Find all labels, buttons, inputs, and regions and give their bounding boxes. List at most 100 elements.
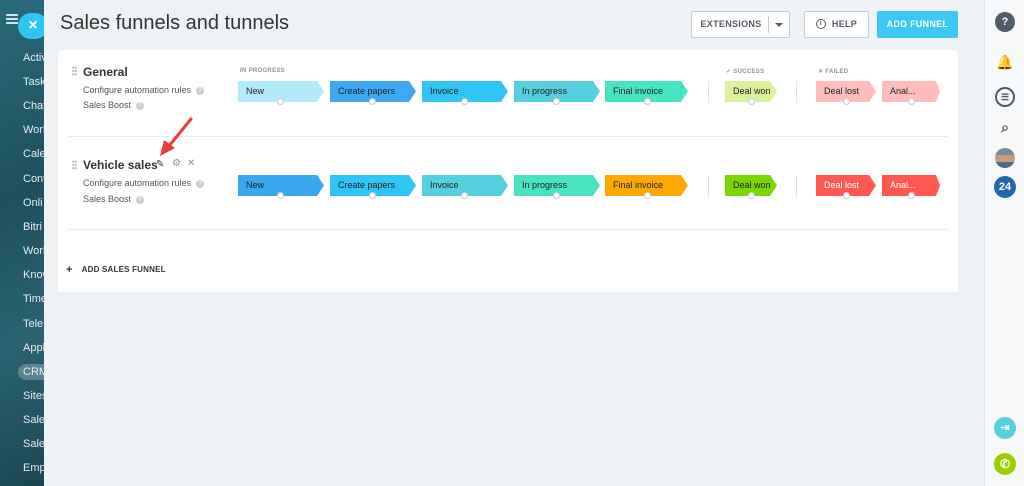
sidebar-item[interactable]: Sale — [23, 438, 44, 450]
stage-in-progress[interactable]: In progress — [514, 175, 600, 196]
avatar[interactable] — [995, 148, 1015, 168]
sidebar-item[interactable]: Emp — [23, 462, 44, 474]
search-icon[interactable]: ⌕ — [1001, 119, 1009, 135]
stage-final-invoice[interactable]: Final invoice — [605, 175, 688, 196]
sidebar-item[interactable]: Appl — [23, 342, 44, 354]
automation-link[interactable]: Configure automation rules? — [83, 85, 205, 95]
bell-icon[interactable]: 🔔 — [996, 54, 1014, 70]
split-divider — [768, 16, 769, 33]
chevron-down-icon[interactable] — [775, 23, 783, 27]
stage-analyze[interactable]: Anal... — [882, 81, 940, 102]
close-icon[interactable]: × — [18, 13, 44, 39]
in-progress-header: IN PROGRESS — [240, 68, 285, 74]
drag-handle-icon[interactable] — [72, 66, 77, 76]
stage-deal-won[interactable]: Deal won — [725, 175, 777, 196]
menu-icon[interactable] — [6, 14, 18, 24]
stage-invoice[interactable]: Invoice — [422, 175, 508, 196]
success-label: SUCCESS — [733, 69, 765, 75]
stage-settings-dot[interactable] — [843, 192, 850, 199]
exit-icon[interactable]: ⇥ — [994, 417, 1016, 439]
gear-icon[interactable]: ⚙ — [172, 158, 181, 169]
stage-new[interactable]: New — [238, 81, 324, 102]
stage-deal-lost[interactable]: Deal lost — [816, 81, 876, 102]
sidebar-item[interactable]: Tele — [23, 318, 44, 330]
bitrix24-icon[interactable]: 24 — [994, 176, 1016, 198]
stage-settings-dot[interactable] — [908, 192, 915, 199]
stage-in-progress[interactable]: In progress — [514, 81, 600, 102]
extensions-label: EXTENSIONS — [700, 19, 762, 29]
stage-settings-dot[interactable] — [644, 192, 651, 199]
close-icon[interactable]: ✕ — [187, 158, 196, 169]
stage-settings-dot[interactable] — [748, 192, 755, 199]
stage-settings-dot[interactable] — [843, 98, 850, 105]
stage-settings-dot[interactable] — [748, 98, 755, 105]
sidebar-item[interactable]: Onli — [23, 197, 43, 209]
stage-new[interactable]: New — [238, 175, 324, 196]
pencil-icon[interactable]: ✎ — [156, 159, 165, 170]
sales-boost-link[interactable]: Sales Boost? — [83, 194, 145, 204]
sidebar-item[interactable]: Cont — [23, 173, 44, 185]
stage-analyze[interactable]: Anal... — [882, 175, 940, 196]
add-sales-funnel-button[interactable]: +ADD SALES FUNNEL — [66, 264, 166, 276]
failed-header: ✕ FAILED — [818, 69, 849, 75]
stage-settings-dot[interactable] — [369, 192, 376, 199]
automation-link[interactable]: Configure automation rules? — [83, 178, 205, 188]
sidebar-item[interactable]: Work — [23, 124, 44, 136]
stage-invoice[interactable]: Invoice — [422, 81, 508, 102]
help-hint-icon[interactable]: ? — [136, 101, 145, 110]
stage-settings-dot[interactable] — [908, 98, 915, 105]
automation-label: Configure automation rules — [83, 85, 192, 95]
sidebar-item[interactable]: Chat — [23, 100, 44, 112]
sidebar-item[interactable]: Activ — [23, 52, 44, 64]
help-hint-icon[interactable]: ? — [196, 179, 205, 188]
extensions-button[interactable]: EXTENSIONS — [691, 11, 790, 38]
sales-boost-link[interactable]: Sales Boost? — [83, 100, 145, 110]
sidebar-item[interactable]: Time — [23, 293, 44, 305]
success-header: ✓ SUCCESS — [726, 69, 765, 75]
add-funnel-button[interactable]: ADD FUNNEL — [877, 11, 958, 38]
stage-settings-dot[interactable] — [277, 98, 284, 105]
stage-final-invoice[interactable]: Final invoice — [605, 81, 688, 102]
stage-settings-dot[interactable] — [277, 192, 284, 199]
funnel-name: General — [83, 65, 128, 79]
sales-boost-label: Sales Boost — [83, 100, 132, 110]
section-divider — [796, 81, 797, 103]
failed-label: FAILED — [825, 69, 849, 75]
phone-icon[interactable]: ✆ — [994, 453, 1016, 475]
sidebar-item[interactable]: Task — [23, 76, 44, 88]
section-divider — [708, 175, 709, 197]
stage-settings-dot[interactable] — [369, 98, 376, 105]
stage-settings-dot[interactable] — [461, 192, 468, 199]
sidebar-item[interactable]: Work — [23, 245, 44, 257]
stage-settings-dot[interactable] — [461, 98, 468, 105]
stage-settings-dot[interactable] — [644, 98, 651, 105]
funnels-card: General Configure automation rules? Sale… — [58, 50, 958, 292]
sidebar-item[interactable]: Know — [23, 269, 44, 281]
page-title: Sales funnels and tunnels — [60, 12, 290, 34]
stage-create-papers[interactable]: Create papers — [330, 81, 416, 102]
sidebar-item[interactable]: Cale — [23, 148, 44, 160]
sidebar-item[interactable]: Sites — [23, 390, 44, 402]
stage-deal-lost[interactable]: Deal lost — [816, 175, 876, 196]
chat-icon[interactable]: ☰ — [995, 87, 1015, 107]
automation-label: Configure automation rules — [83, 178, 192, 188]
stage-settings-dot[interactable] — [553, 192, 560, 199]
left-sidebar: × Activ Task Chat Work Cale Cont Onli Bi… — [0, 0, 44, 486]
help-hint-icon[interactable]: ? — [196, 86, 205, 95]
drag-handle-icon[interactable] — [72, 160, 77, 170]
sidebar-item-crm[interactable]: CRM — [18, 364, 44, 380]
section-divider — [796, 175, 797, 197]
help-icon[interactable]: ? — [995, 12, 1015, 32]
funnel-vehicle-sales: Vehicle sales ✎ ⚙ ✕ Configure automation… — [58, 154, 958, 234]
help-label: HELP — [831, 19, 858, 29]
stage-settings-dot[interactable] — [553, 98, 560, 105]
sidebar-item[interactable]: Sale — [23, 414, 44, 426]
right-panel: ? 🔔 ☰ ⌕ 24 ⇥ ✆ — [984, 0, 1024, 486]
stage-create-papers[interactable]: Create papers — [330, 175, 416, 196]
help-hint-icon[interactable]: ? — [136, 195, 145, 204]
annotation-arrow-icon — [160, 117, 193, 156]
stage-deal-won[interactable]: Deal won — [725, 81, 777, 102]
sidebar-item[interactable]: Bitri — [23, 221, 42, 233]
add-sales-funnel-label: ADD SALES FUNNEL — [81, 265, 166, 275]
